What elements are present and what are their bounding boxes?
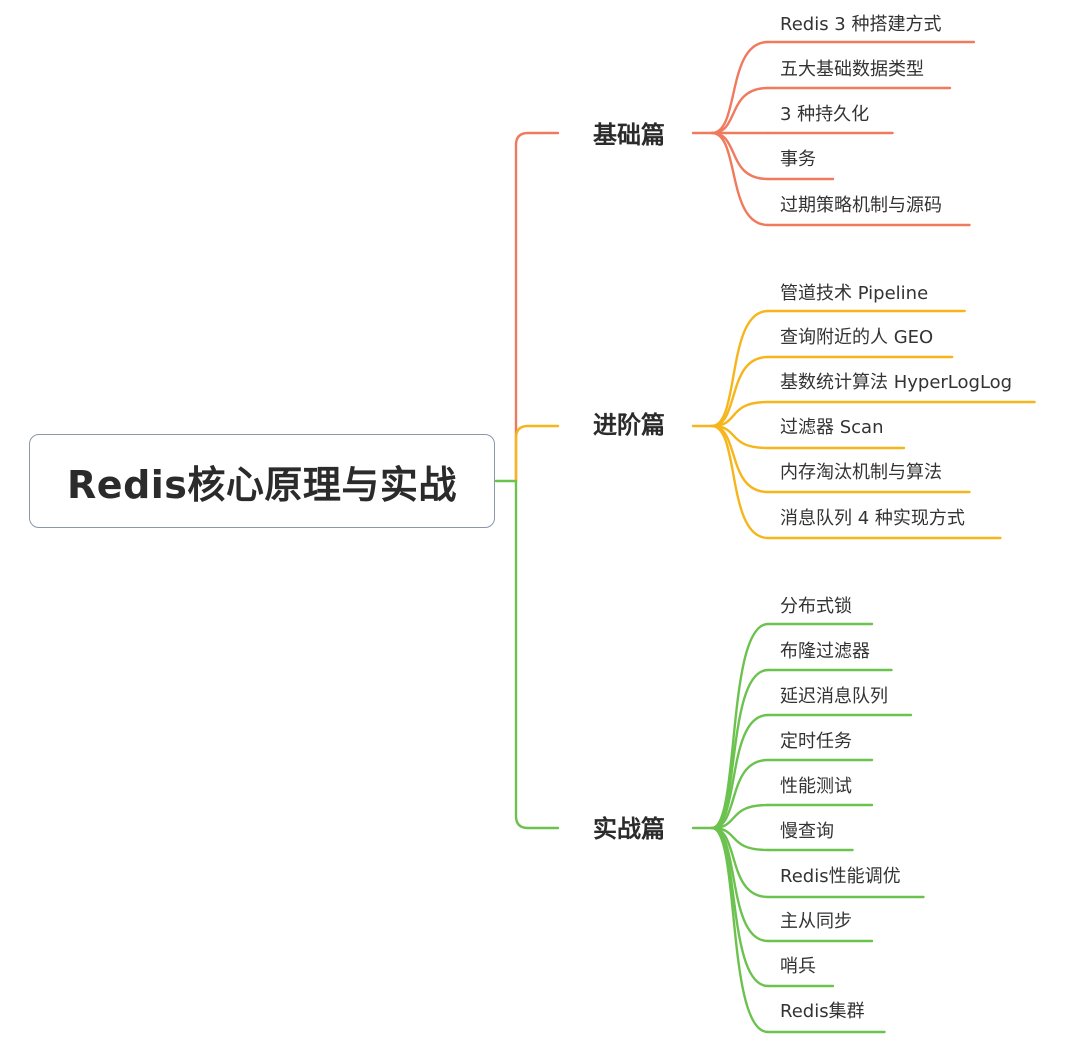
trunk-connector (514, 479, 560, 830)
leaf-node-label[interactable]: 布隆过滤器 (780, 641, 870, 662)
leaf-connector (710, 309, 770, 428)
leaf-node-label[interactable]: 基数统计算法 HyperLogLog (780, 372, 1013, 393)
leaf-node-label[interactable]: 消息队列 4 种实现方式 (780, 508, 965, 529)
root-node[interactable]: Redis核心原理与实战 (29, 434, 495, 528)
trunk-connector (514, 131, 560, 483)
leaf-node-label[interactable]: 哨兵 (780, 956, 816, 977)
leaf-connector (710, 622, 770, 830)
leaf-node-label[interactable]: 事务 (780, 149, 816, 170)
leaf-connector (710, 758, 770, 830)
leaf-node-label[interactable]: 五大基础数据类型 (780, 59, 924, 80)
leaf-node-label[interactable]: 主从同步 (780, 911, 852, 932)
leaf-node-label[interactable]: Redis集群 (780, 1001, 865, 1022)
branch-node-label[interactable]: 进阶篇 (593, 411, 665, 439)
leaf-node-label[interactable]: 慢查询 (780, 821, 834, 842)
trunk-connector (514, 424, 560, 483)
leaf-connector (710, 40, 770, 135)
leaf-connector (710, 826, 770, 1034)
leaf-node-label[interactable]: 管道技术 Pipeline (780, 283, 929, 304)
leaf-connector (710, 131, 770, 181)
leaf-connector (710, 803, 770, 830)
leaf-node-label[interactable]: 分布式锁 (780, 596, 852, 617)
leaf-node-label[interactable]: 内存淘汰机制与算法 (780, 462, 942, 483)
branch-node-label[interactable]: 实战篇 (593, 815, 665, 843)
leaf-node-label[interactable]: Redis 3 种搭建方式 (780, 14, 942, 35)
root-node-label: Redis核心原理与实战 (67, 462, 457, 507)
leaf-connector (710, 713, 770, 830)
leaf-node-label[interactable]: 定时任务 (780, 731, 852, 752)
leaf-node-label[interactable]: 查询附近的人 GEO (780, 327, 934, 348)
leaf-connector (710, 355, 770, 428)
leaf-connector (710, 424, 770, 540)
leaf-node-label[interactable]: 过滤器 Scan (780, 417, 884, 438)
leaf-node-label[interactable]: 延迟消息队列 (780, 686, 888, 707)
leaf-node-label[interactable]: 3 种持久化 (780, 104, 870, 125)
leaf-node-label[interactable]: 过期策略机制与源码 (780, 195, 942, 216)
branch-node-label[interactable]: 基础篇 (593, 121, 665, 149)
leaf-node-label[interactable]: 性能测试 (780, 776, 852, 797)
leaf-connector (710, 424, 770, 494)
leaf-connector (710, 400, 770, 428)
leaf-connector (710, 131, 770, 227)
leaf-connector (710, 86, 770, 135)
leaf-node-label[interactable]: Redis性能调优 (780, 866, 901, 887)
